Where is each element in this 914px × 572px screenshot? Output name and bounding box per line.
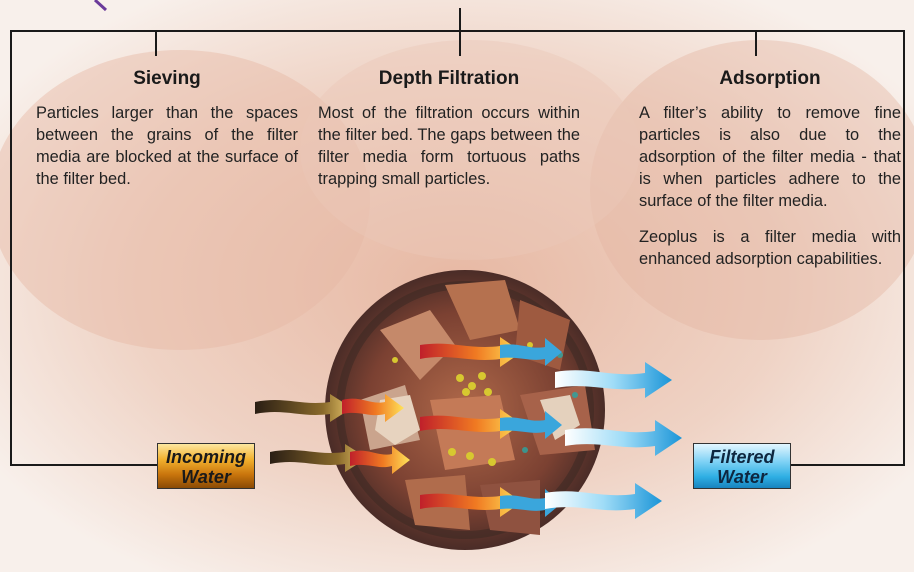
zeoplus-text: Zeoplus is a filter media with enhanced … — [639, 226, 901, 270]
depth-filtration-text: Most of the filtration occurs within the… — [318, 102, 580, 190]
sieving-column: Sieving Particles larger than the spaces… — [36, 68, 298, 204]
incoming-water-label: Incoming Water — [157, 443, 255, 489]
adsorption-column: Adsorption A filter’s ability to remove … — [639, 68, 901, 284]
sieving-text: Particles larger than the spaces between… — [36, 102, 298, 190]
bracket-bottom-right — [790, 464, 905, 466]
adsorption-text: A filter’s ability to remove fine partic… — [639, 102, 901, 212]
bracket-right-line — [903, 30, 905, 466]
adsorption-heading: Adsorption — [639, 68, 901, 90]
filtered-water-label: Filtered Water — [693, 443, 791, 489]
depth-filtration-heading: Depth Filtration — [318, 68, 580, 90]
bracket-bottom-left — [10, 464, 158, 466]
filtered-water-line1: Filtered — [694, 447, 790, 467]
bracket-top-stem — [459, 8, 461, 32]
bracket-left-line — [10, 30, 12, 466]
tick-sieving — [155, 30, 157, 56]
tick-adsorption — [755, 30, 757, 56]
incoming-water-line1: Incoming — [158, 447, 254, 467]
sieving-heading: Sieving — [36, 68, 298, 90]
incoming-water-line2: Water — [158, 467, 254, 487]
filtered-water-line2: Water — [694, 467, 790, 487]
tick-depth — [459, 30, 461, 56]
depth-filtration-column: Depth Filtration Most of the filtration … — [318, 68, 580, 204]
bracket-top-line — [10, 30, 905, 32]
